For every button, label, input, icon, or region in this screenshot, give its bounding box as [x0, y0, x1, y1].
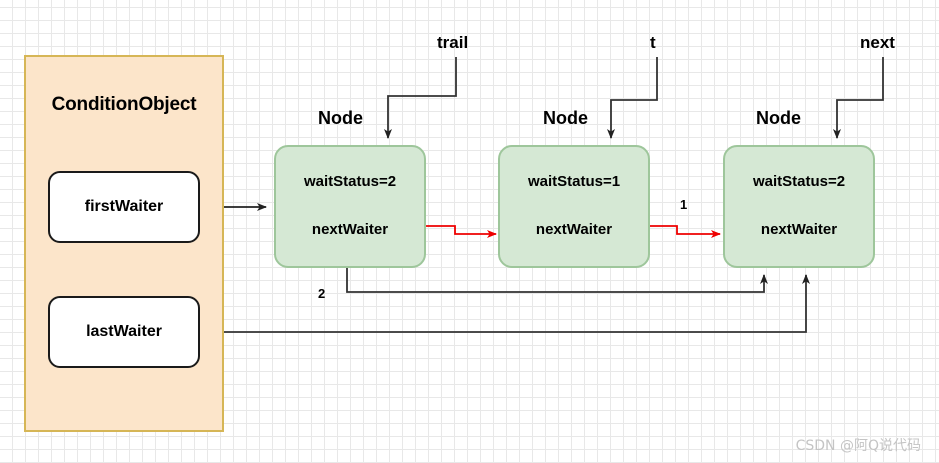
node-box-1[interactable]: waitStatus=2 nextWaiter [274, 145, 426, 268]
node-3-wait-status: waitStatus=2 [752, 173, 846, 190]
edge-t-to-node2 [607, 57, 658, 139]
node-2-next-waiter: nextWaiter [535, 221, 613, 238]
last-waiter-box[interactable]: lastWaiter [48, 296, 200, 368]
node-box-2[interactable]: waitStatus=1 nextWaiter [498, 145, 650, 268]
node-caption-1: Node [318, 108, 363, 128]
edge-label-2: 2 [318, 286, 326, 301]
node-1-wait-status: waitStatus=2 [303, 173, 397, 190]
edge-label-1: 1 [680, 197, 688, 212]
node-caption-3: Node [756, 108, 801, 128]
pointer-label-trail: trail [437, 33, 469, 52]
node-3-next-waiter: nextWaiter [760, 221, 838, 238]
node-caption-2: Node [543, 108, 588, 128]
first-waiter-box[interactable]: firstWaiter [48, 171, 200, 243]
condition-object-container [24, 55, 224, 432]
pointer-label-t: t [650, 33, 656, 52]
first-waiter-label: firstWaiter [84, 198, 164, 215]
edge-next-to-node3 [833, 57, 884, 139]
watermark: CSDN @阿Q说代码 [795, 438, 921, 454]
edge-lastwaiter-to-node3 [200, 274, 810, 333]
last-waiter-label: lastWaiter [86, 323, 162, 340]
pointer-label-next: next [860, 33, 895, 52]
node-2-wait-status: waitStatus=1 [527, 173, 621, 190]
node-1-next-waiter: nextWaiter [311, 221, 389, 238]
node-box-3[interactable]: waitStatus=2 nextWaiter [723, 145, 875, 268]
condition-object-title: ConditionObject [51, 94, 197, 115]
edge-trail-to-node1 [384, 57, 457, 139]
